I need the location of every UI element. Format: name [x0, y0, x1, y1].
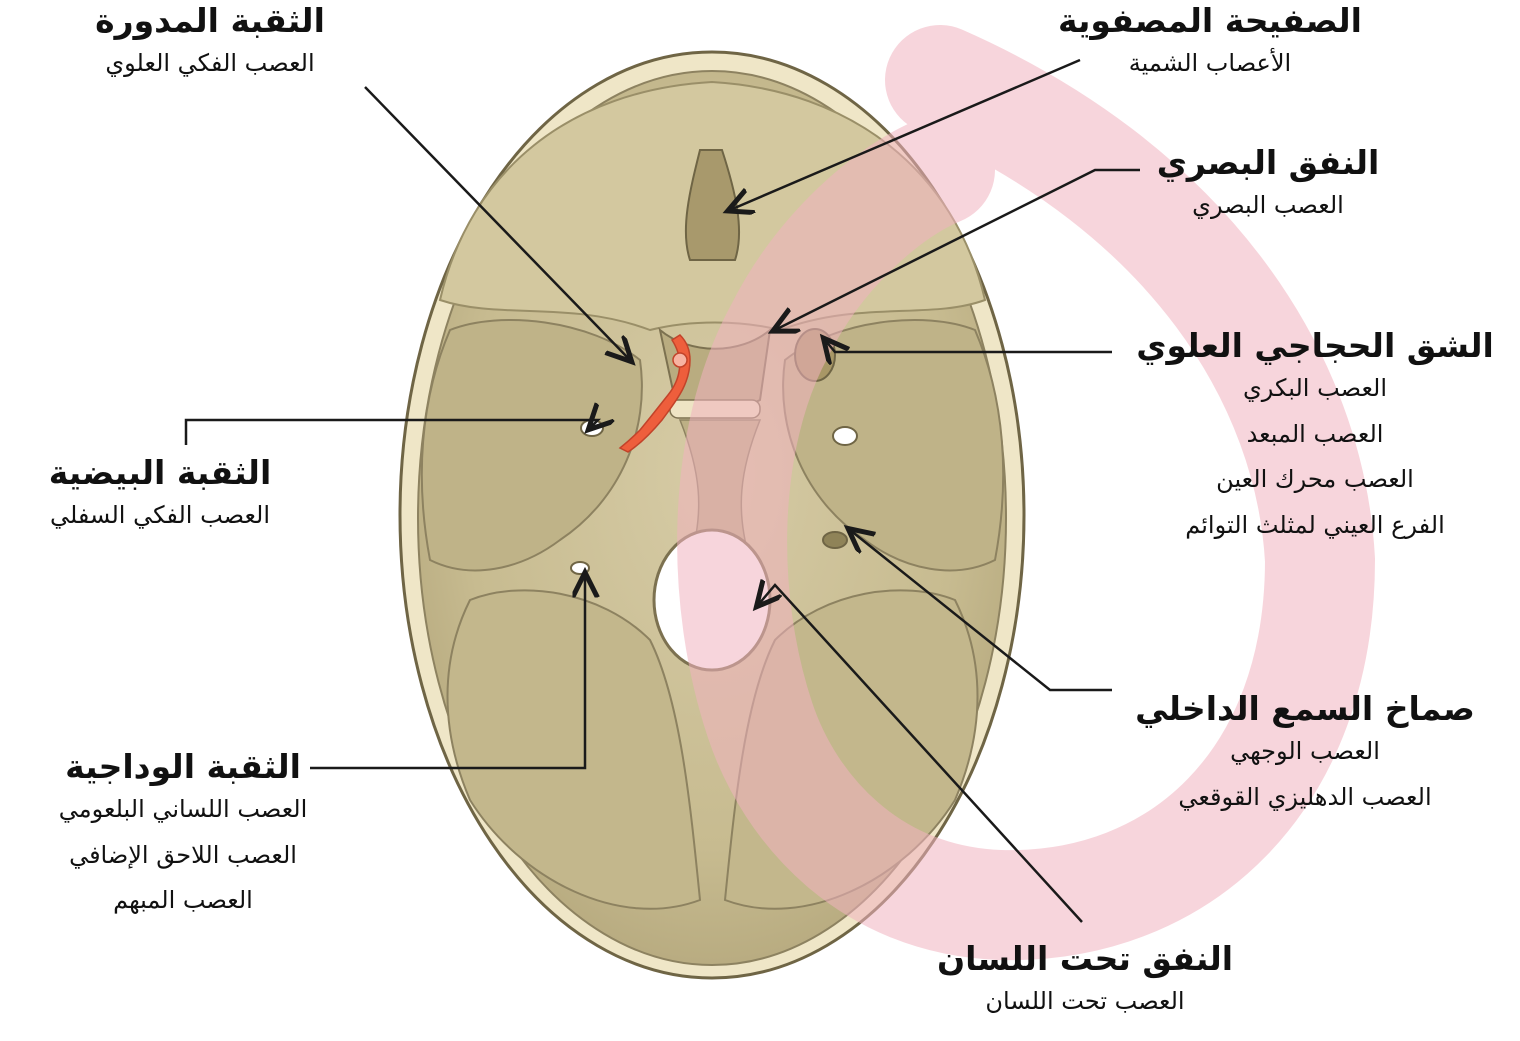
label-sof: الشق الحجاجي العلوي العصب البكري العصب ا…: [1125, 325, 1505, 549]
nerve-jugular-3: العصب المبهم: [8, 878, 358, 924]
nerve-cribriform-1: الأعصاب الشمية: [1050, 41, 1370, 87]
label-hypoglossal: النفق تحت اللسان العصب تحت اللسان: [930, 938, 1240, 1025]
nerve-sof-4: الفرع العيني لمثلث التوائم: [1125, 503, 1505, 549]
foramen-ovale-right: [833, 427, 857, 445]
iam-opening: [823, 532, 847, 548]
nerve-hypoglossal-1: العصب تحت اللسان: [930, 979, 1240, 1025]
label-rotundum-title: الثقبة المدورة: [60, 0, 360, 41]
nerve-rotundum-1: العصب الفكي العلوي: [60, 41, 360, 87]
nerve-optic-1: العصب البصري: [1148, 183, 1388, 229]
canal-opening: [673, 353, 687, 367]
nerve-sof-2: العصب المبعد: [1125, 412, 1505, 458]
label-optic-title: النفق البصري: [1148, 142, 1388, 183]
label-iam-title: صماخ السمع الداخلي: [1120, 688, 1490, 729]
label-iam: صماخ السمع الداخلي العصب الوجهي العصب ال…: [1120, 688, 1490, 820]
nerve-sof-1: العصب البكري: [1125, 366, 1505, 412]
label-ovale: الثقبة البيضية العصب الفكي السفلي: [5, 452, 315, 539]
nerve-iam-2: العصب الدهليزي القوقعي: [1120, 775, 1490, 821]
label-rotundum: الثقبة المدورة العصب الفكي العلوي: [60, 0, 360, 87]
nerve-iam-1: العصب الوجهي: [1120, 729, 1490, 775]
label-sof-title: الشق الحجاجي العلوي: [1125, 325, 1505, 366]
label-ovale-title: الثقبة البيضية: [5, 452, 315, 493]
nerve-jugular-2: العصب اللاحق الإضافي: [8, 833, 358, 879]
nerve-jugular-1: العصب اللساني البلعومي: [8, 787, 358, 833]
label-cribriform-title: الصفيحة المصفوية: [1050, 0, 1370, 41]
label-hypoglossal-title: النفق تحت اللسان: [930, 938, 1240, 979]
label-optic: النفق البصري العصب البصري: [1148, 142, 1388, 229]
nerve-sof-3: العصب محرك العين: [1125, 457, 1505, 503]
label-jugular-title: الثقبة الوداجية: [8, 746, 358, 787]
foramen-ovale-left: [581, 420, 603, 436]
label-cribriform: الصفيحة المصفوية الأعصاب الشمية: [1050, 0, 1370, 87]
jugular-foramen-left: [571, 562, 589, 574]
label-jugular: الثقبة الوداجية العصب اللساني البلعومي ا…: [8, 746, 358, 924]
nerve-ovale-1: العصب الفكي السفلي: [5, 493, 315, 539]
